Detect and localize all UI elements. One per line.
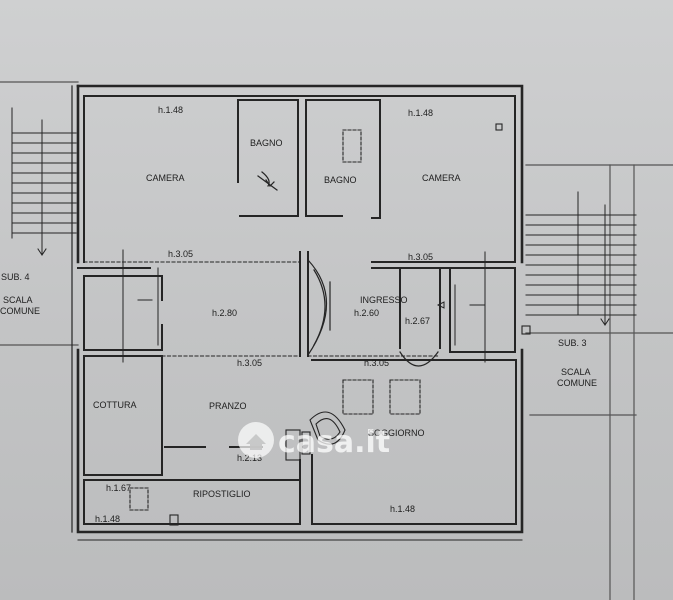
height-ripostiglio-bottom: h.1.48 bbox=[95, 514, 120, 524]
inner-walls bbox=[77, 95, 517, 525]
watermark: casa.it bbox=[238, 422, 390, 460]
annex-sub3: SUB. 3 bbox=[558, 338, 587, 348]
fixtures bbox=[129, 123, 531, 526]
height-camera-left: h.1.48 bbox=[158, 105, 183, 115]
height-soggiorno: h.1.48 bbox=[390, 504, 415, 514]
height-upper-corridor-right: h.3.05 bbox=[408, 252, 433, 262]
house-glyph-icon bbox=[246, 434, 266, 450]
height-corridor: h.2.80 bbox=[212, 308, 237, 318]
structure-posts bbox=[122, 249, 486, 363]
room-cottura: COTTURA bbox=[93, 400, 137, 410]
height-camera-right: h.1.48 bbox=[408, 108, 433, 118]
annex-comune-left: COMUNE bbox=[0, 306, 40, 316]
room-bagno-1: BAGNO bbox=[250, 138, 283, 148]
doors bbox=[257, 171, 439, 367]
room-ingresso: INGRESSO bbox=[360, 295, 408, 305]
annex-comune-right: COMUNE bbox=[557, 378, 597, 388]
outer-walls bbox=[71, 84, 524, 541]
height-lower-corridor-right: h.3.05 bbox=[364, 358, 389, 368]
room-soggiorno: SOGGIORNO bbox=[368, 428, 425, 438]
room-ripostiglio: RIPOSTIGLIO bbox=[193, 489, 251, 499]
height-ingresso-side: h.2.67 bbox=[405, 316, 430, 326]
height-ripostiglio: h.1.67 bbox=[106, 483, 131, 493]
neighbor-outlines bbox=[0, 81, 673, 600]
height-pranzo: h.2.13 bbox=[237, 453, 262, 463]
annex-sub4: SUB. 4 bbox=[1, 272, 30, 282]
watermark-text: casa.it bbox=[278, 425, 390, 460]
annex-scala-right: SCALA bbox=[561, 367, 591, 377]
room-camera-left: CAMERA bbox=[146, 173, 185, 183]
room-camera-right: CAMERA bbox=[422, 173, 461, 183]
height-ingresso: h.2.60 bbox=[354, 308, 379, 318]
right-staircase bbox=[525, 191, 637, 326]
room-bagno-2: BAGNO bbox=[324, 175, 357, 185]
labels: CAMERA BAGNO BAGNO CAMERA INGRESSO COTTU… bbox=[0, 105, 597, 524]
left-staircase bbox=[11, 107, 77, 256]
room-pranzo: PRANZO bbox=[209, 401, 247, 411]
height-lower-corridor-left: h.3.05 bbox=[237, 358, 262, 368]
annex-scala-left: SCALA bbox=[3, 295, 33, 305]
height-upper-corridor-left: h.3.05 bbox=[168, 249, 193, 259]
height-dividers bbox=[83, 261, 441, 481]
